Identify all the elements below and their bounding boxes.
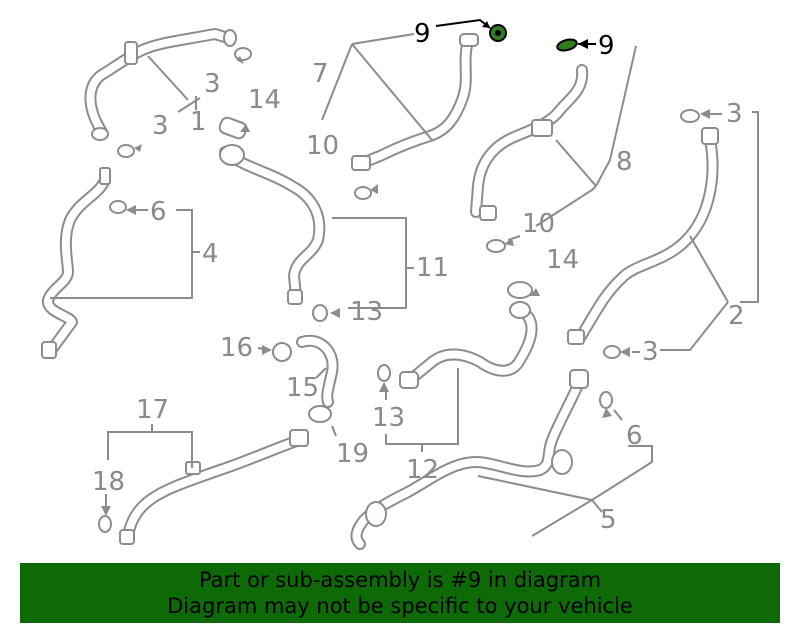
callout-lines <box>477 409 653 537</box>
callout-4: 4 <box>202 239 219 269</box>
callout-3: 3 <box>152 111 169 141</box>
seal-ring[interactable] <box>354 186 372 200</box>
callout-6: 6 <box>626 421 643 451</box>
part-4-pipe[interactable] <box>41 167 111 359</box>
callout-lines <box>332 217 414 309</box>
callout-9-highlighted: 9 <box>414 19 431 49</box>
part-12-pipe[interactable] <box>399 301 538 389</box>
seal-ring[interactable] <box>599 391 613 409</box>
callout-10: 10 <box>306 131 339 161</box>
banner-line-2: Diagram may not be specific to your vehi… <box>167 594 633 618</box>
callout-lines <box>632 111 759 353</box>
callout-lines <box>147 55 201 113</box>
part-14-gasket[interactable] <box>218 116 248 140</box>
part-16-clamp[interactable] <box>272 342 292 362</box>
callout-3: 3 <box>642 337 659 367</box>
callout-3: 3 <box>204 69 221 99</box>
callout-11: 11 <box>416 253 449 283</box>
callout-lines <box>321 33 433 141</box>
callout-7: 7 <box>312 59 329 89</box>
seal-ring[interactable] <box>109 200 127 214</box>
callout-15: 15 <box>286 373 319 403</box>
callout-16: 16 <box>220 333 253 363</box>
callout-13: 13 <box>372 403 405 433</box>
part-11-pipe[interactable] <box>219 144 326 305</box>
callout-labels: 1 2 3 3 3 3 4 5 6 6 7 8 9 9 10 10 11 12 … <box>92 19 745 535</box>
seal-ring[interactable] <box>377 364 391 382</box>
callout-17: 17 <box>136 395 169 425</box>
part-19-clamp[interactable] <box>308 405 332 423</box>
banner-line-1: Part or sub-assembly is #9 in diagram <box>198 568 602 592</box>
callout-5: 5 <box>600 505 617 535</box>
seal-ring[interactable] <box>312 304 328 322</box>
seal-ring[interactable] <box>486 239 506 253</box>
part-7-pipe[interactable] <box>351 33 479 171</box>
callout-3: 3 <box>726 99 743 129</box>
callout-lines <box>507 45 637 241</box>
callout-14: 14 <box>248 85 281 115</box>
callout-19: 19 <box>336 439 369 469</box>
part-1-pipe[interactable] <box>84 28 237 141</box>
callout-13: 13 <box>350 297 383 327</box>
part-2-pipe[interactable] <box>567 127 719 345</box>
part-17-pipe[interactable] <box>119 429 309 545</box>
callout-8: 8 <box>616 147 633 177</box>
fitment-notice-banner: Part or sub-assembly is #9 in diagram Di… <box>20 563 780 623</box>
callout-6: 6 <box>150 197 167 227</box>
callout-arrowheads <box>101 56 710 516</box>
part-9-seal-highlighted[interactable] <box>489 24 507 42</box>
seal-ring[interactable] <box>234 47 252 61</box>
callout-1: 1 <box>190 107 207 137</box>
part-9-seal-highlighted[interactable] <box>556 38 578 53</box>
seal-ring[interactable] <box>117 144 135 158</box>
parts-diagram: 1 2 3 3 3 3 4 5 6 6 7 8 9 9 10 10 11 12 … <box>41 18 759 550</box>
part-5-pipe[interactable] <box>350 369 589 550</box>
seal-ring[interactable] <box>680 109 700 123</box>
callout-9-highlighted: 9 <box>598 31 615 61</box>
seal-ring[interactable] <box>98 515 112 533</box>
callout-lines <box>50 209 200 299</box>
callout-10: 10 <box>522 209 555 239</box>
part-8-pipe[interactable] <box>470 64 589 221</box>
callout-lines-highlight <box>435 18 596 49</box>
part-15-hose[interactable] <box>296 334 339 408</box>
part-14-gasket[interactable] <box>507 281 533 299</box>
callout-12: 12 <box>406 455 439 485</box>
seal-ring[interactable] <box>603 345 621 359</box>
callout-14: 14 <box>546 245 579 275</box>
callout-2: 2 <box>728 301 745 331</box>
callout-18: 18 <box>92 467 125 497</box>
